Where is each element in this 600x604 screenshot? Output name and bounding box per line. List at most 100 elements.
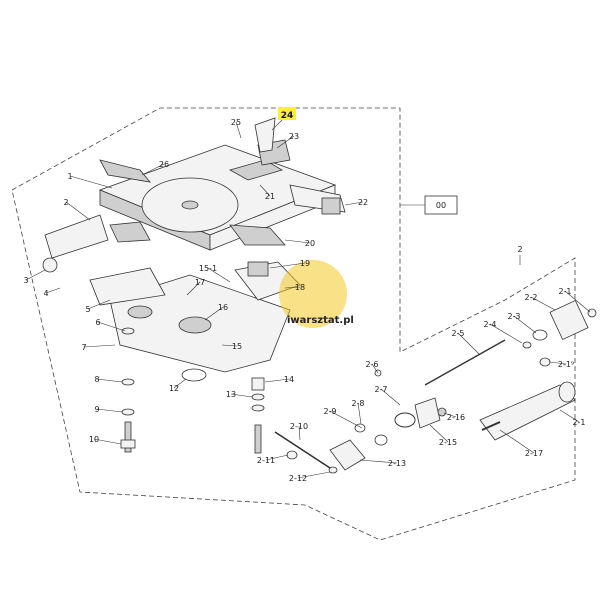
seal-2-7	[394, 412, 416, 428]
callout-label-14: 14	[284, 375, 294, 384]
rod-2-5	[424, 339, 506, 386]
callout-leader-15	[221, 344, 238, 347]
ring-2-19	[539, 357, 551, 367]
callout-leader-2-8	[357, 402, 362, 425]
disc-hub	[181, 200, 199, 210]
callout-label-1: 1	[67, 172, 72, 181]
screw-2-1	[587, 308, 597, 318]
callout-label-5: 5	[85, 305, 90, 314]
callout-leader-9	[96, 408, 123, 413]
bolt-2-10	[274, 431, 331, 469]
callout-leader-2-9	[329, 410, 363, 429]
nut-14	[251, 377, 265, 391]
callout-leader-4	[45, 287, 61, 294]
callout-leader-13	[230, 393, 253, 398]
clamp-jaw-insert	[254, 117, 276, 153]
bolt-right	[254, 424, 262, 454]
watermark-logo	[279, 260, 347, 328]
callout-label-2: 2	[63, 198, 68, 207]
callout-label-17: 17	[195, 278, 205, 287]
callout-label-2-12: 2-12	[289, 474, 307, 483]
callout-label-12: 12	[169, 384, 179, 393]
washer-9	[121, 408, 135, 416]
washer-13b	[251, 404, 265, 412]
jaw-front-right	[229, 224, 286, 246]
callout-leader-26	[141, 163, 165, 176]
callout-label-19: 19	[300, 259, 310, 268]
callout-leader-2-4	[489, 323, 523, 344]
callout-leader-2-7	[380, 388, 401, 406]
left-bracket	[89, 267, 166, 306]
callout-label-3: 3	[23, 276, 28, 285]
frame-center-hole	[178, 316, 212, 334]
callout-leader-5	[87, 299, 111, 310]
cylinder-2-1-end	[558, 381, 576, 403]
callout-label-2-8: 2-8	[351, 399, 364, 408]
callout-label-2-1a: 2-1	[558, 287, 571, 296]
ring-2-9	[374, 434, 388, 446]
callout-leader-20	[284, 239, 311, 244]
callout-label-6: 6	[95, 318, 100, 327]
callout-label-2-16: 2-16	[447, 413, 465, 422]
cover-2-2	[549, 299, 589, 341]
left-puck	[127, 305, 153, 319]
callout-leader-18	[284, 286, 301, 289]
washer-8	[121, 378, 135, 386]
cylinder-cap	[42, 257, 58, 273]
callout-label-2-10: 2-10	[290, 422, 308, 431]
jaw-left	[99, 159, 151, 183]
washer-6	[121, 327, 135, 335]
callout-leader-23	[276, 135, 295, 149]
callout-leader-2-19	[549, 361, 567, 365]
callout-leader-22	[344, 201, 364, 206]
washer-2-11	[286, 450, 298, 460]
callout-leader-2-12	[297, 471, 331, 479]
assembly-box-00	[424, 195, 458, 215]
callout-label-18: 18	[295, 283, 305, 292]
snap-ring	[181, 368, 207, 382]
callout-label-2-3: 2-3	[507, 312, 520, 321]
callout-leader-6	[97, 321, 126, 332]
callout-highlight-24	[278, 107, 296, 120]
watermark: iwarsztat.pl	[279, 260, 354, 328]
jaw-front-left	[109, 221, 151, 243]
callout-label-2-7: 2-7	[374, 385, 387, 394]
callout-leader-14	[264, 378, 290, 383]
callout-label-23: 23	[289, 132, 299, 141]
nut-2-16	[437, 407, 447, 417]
callout-label-15: 15	[232, 342, 242, 351]
callout-leader-2-3	[513, 315, 537, 334]
nut-2-12	[328, 466, 338, 474]
washer-13	[251, 393, 265, 401]
callout-label-2-2: 2-2	[524, 293, 537, 302]
callout-leader-17	[186, 281, 201, 296]
callout-label-2-19: 2-1⁹	[558, 360, 574, 369]
callout-label-26: 26	[159, 160, 169, 169]
callout-label-24: 24	[281, 111, 294, 121]
callout-label-22: 22	[358, 198, 368, 207]
callout-leader-25	[235, 121, 242, 139]
jaw-right	[228, 159, 283, 181]
callout-leader-15-1	[207, 267, 231, 283]
callout-label-2-1b: 2-1	[572, 418, 585, 427]
ring-2-8	[354, 423, 366, 433]
callout-label-20: 20	[305, 239, 315, 248]
callout-leader-2-1a	[564, 290, 591, 313]
callout-label-2-11: 2-11	[257, 456, 275, 465]
callout-leader-2-16	[443, 412, 457, 418]
callout-leader-12	[173, 378, 187, 389]
assembly-box-label: 00	[436, 201, 446, 210]
callout-leader-2-5	[457, 332, 481, 356]
oring-2-3	[532, 329, 548, 341]
cylinder-2-1	[479, 384, 576, 441]
callout-leader-8	[96, 378, 123, 383]
callout-leader-7	[83, 344, 116, 348]
callout-label-25: 25	[231, 118, 241, 127]
callout-leader-19	[269, 262, 306, 269]
piston-2-15	[414, 397, 441, 429]
callout-leader-2-1b	[559, 409, 580, 423]
callout-label-10: 10	[89, 435, 99, 444]
